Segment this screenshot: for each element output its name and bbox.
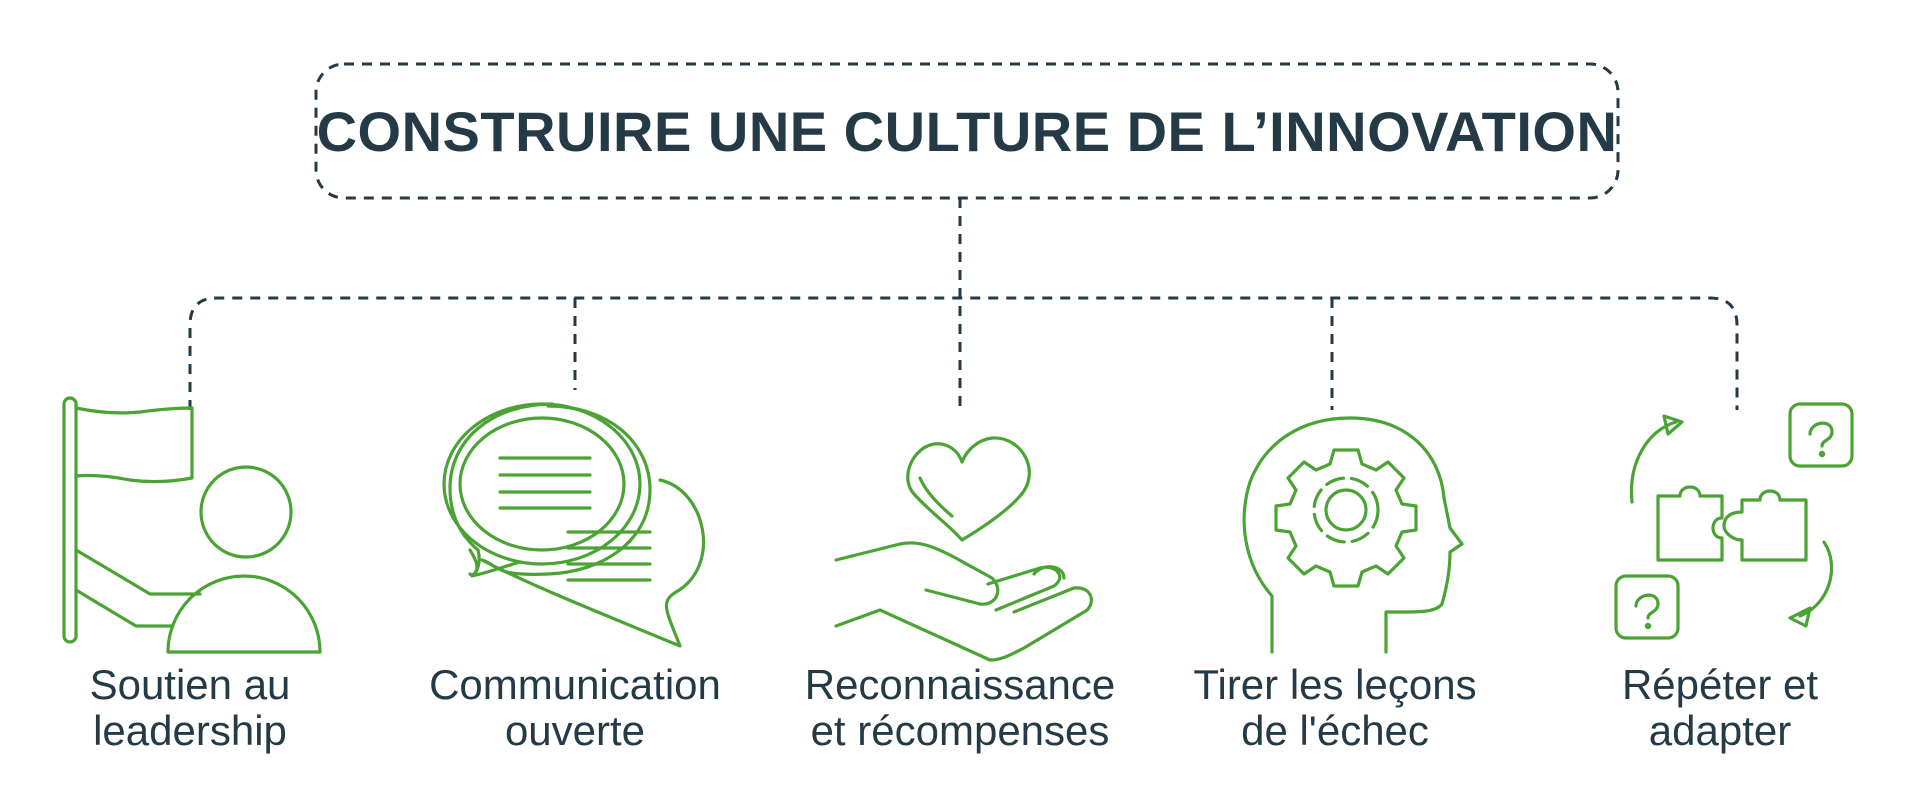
label-repeat-adapt: Répéter et adapter — [1530, 662, 1910, 754]
label-recognition: Reconnaissance et récompenses — [770, 662, 1150, 754]
head-gear-icon — [1242, 416, 1464, 654]
label-learn-failure: Tirer les leçons de l'échec — [1145, 662, 1525, 754]
label-recognition-line1: Reconnaissance — [804, 661, 1116, 708]
title-box — [314, 62, 1620, 200]
label-recognition-line2: et récompenses — [810, 707, 1110, 754]
label-learn-failure-line2: de l'échec — [1241, 707, 1429, 754]
diagram-title: CONSTRUIRE UNE CULTURE DE L’INNOVATION — [316, 99, 1618, 163]
label-leadership-line1: Soutien au — [89, 661, 291, 708]
label-leadership-line2: leadership — [93, 707, 287, 754]
label-leadership: Soutien au leadership — [0, 662, 380, 754]
heart-hand-icon — [834, 436, 1093, 662]
label-communication-line2: ouverte — [504, 707, 646, 754]
label-learn-failure-line1: Tirer les leçons — [1193, 661, 1477, 708]
flag-person-icon — [62, 396, 322, 654]
chat-bubbles-icon — [442, 402, 706, 648]
label-repeat-adapt-line2: adapter — [1648, 707, 1792, 754]
label-communication-line1: Communication — [429, 661, 721, 708]
puzzle-cycle-icon — [1614, 402, 1854, 640]
label-repeat-adapt-line1: Répéter et — [1621, 661, 1819, 708]
label-communication: Communication ouverte — [385, 662, 765, 754]
connector-lines — [188, 198, 1739, 410]
